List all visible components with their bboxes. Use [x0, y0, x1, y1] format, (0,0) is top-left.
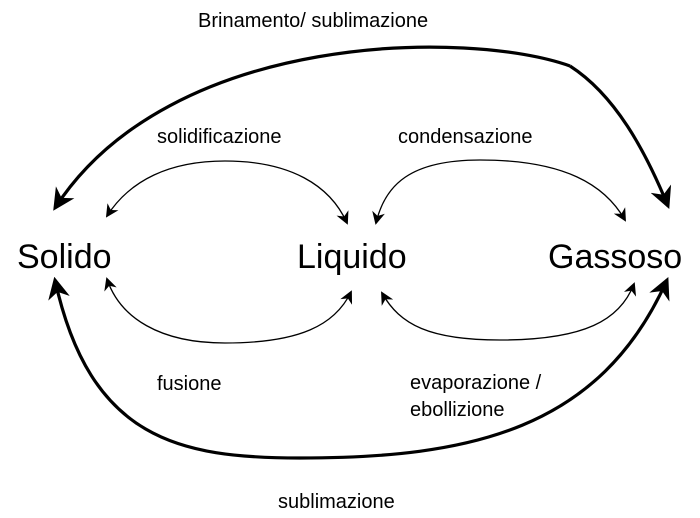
- arrow-condensation-to-gas: [479, 159, 626, 222]
- arrow-evaporation-to-gas: [499, 282, 637, 341]
- label-solidification: solidificazione: [157, 126, 282, 148]
- arrow-sublimazione-right: [299, 276, 670, 460]
- label-fusion: fusione: [157, 373, 222, 395]
- label-evaporation-line1: evaporazione /: [410, 372, 542, 394]
- arrow-brinamento-right: [569, 64, 672, 210]
- arrow-solidification-to-solid: [105, 160, 226, 218]
- state-gas: Gassoso: [548, 238, 682, 276]
- arrow-evaporation-to-liquid: [381, 291, 501, 341]
- state-liquid: Liquido: [297, 238, 407, 276]
- arrow-brinamento: [53, 45, 571, 211]
- label-condensation: condensazione: [398, 126, 533, 148]
- state-solid: Solido: [17, 238, 112, 276]
- arrow-fusion-to-liquid: [224, 290, 353, 344]
- label-brinamento-sublimazione: Brinamento/ sublimazione: [198, 10, 428, 32]
- arrow-sublimazione-left: [48, 276, 301, 460]
- label-sublimazione-bottom: sublimazione: [278, 491, 395, 513]
- label-evaporation-line2: ebollizione: [410, 399, 505, 421]
- arrow-solidification-to-liquid: [224, 160, 349, 225]
- arrow-fusion-to-solid: [104, 277, 226, 344]
- arrow-condensation-to-liquid: [372, 159, 481, 225]
